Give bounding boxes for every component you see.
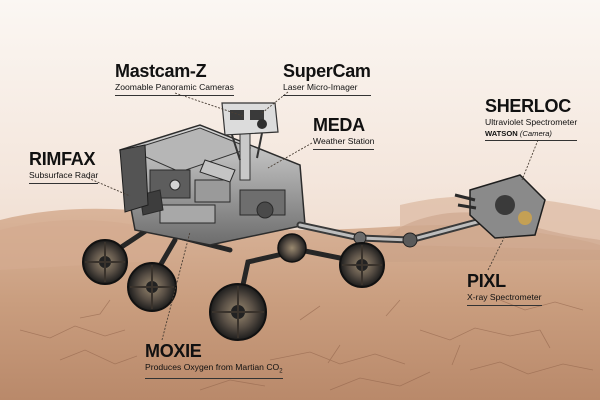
- label-underline: [29, 182, 99, 184]
- subscript-2: 2: [279, 368, 283, 375]
- label-underline: [145, 377, 283, 379]
- rover: [82, 102, 546, 341]
- leader-meda: [267, 142, 313, 169]
- label-pixl: PIXL X-ray Spectrometer: [467, 272, 542, 306]
- wheel-rear-left: [82, 239, 128, 285]
- leader-lines: [87, 91, 539, 341]
- instrument-name: MOXIE: [145, 341, 202, 361]
- label-rimfax: RIMFAX Subsurface Radar: [29, 149, 99, 184]
- instrument-desc: Subsurface Radar: [29, 170, 99, 180]
- rover-machinery: [139, 159, 286, 224]
- instrument-desc: Produces Oxygen from Martian CO: [145, 362, 280, 372]
- leader-rimfax: [87, 177, 131, 197]
- wheel-front-left: [209, 283, 267, 341]
- watson-note: (Camera): [519, 128, 552, 138]
- rimfax-unit: [119, 144, 149, 213]
- instrument-name: Mastcam-Z: [115, 61, 207, 81]
- instrument-name: SuperCam: [283, 61, 371, 81]
- watson-line: WATSON (Camera): [485, 128, 577, 138]
- robotic-arm: [296, 174, 546, 248]
- label-underline: [115, 94, 234, 96]
- label-meda: MEDA Weather Station: [313, 115, 375, 150]
- instrument-desc: X-ray Spectrometer: [467, 292, 542, 302]
- instrument-name: MEDA: [313, 115, 365, 135]
- instrument-desc: Zoomable Panoramic Cameras: [115, 82, 234, 92]
- label-underline: [313, 148, 375, 150]
- rover-wheels: [82, 233, 385, 341]
- rover-mast: [221, 102, 279, 181]
- instrument-desc-line: Produces Oxygen from Martian CO2: [145, 363, 283, 375]
- instrument-name: SHERLOC: [485, 96, 571, 116]
- label-underline: [485, 140, 578, 142]
- label-moxie: MOXIE Produces Oxygen from Martian CO2: [145, 342, 283, 379]
- instrument-name: RIMFAX: [29, 149, 96, 169]
- label-underline: [467, 304, 542, 306]
- label-mastcam: Mastcam-Z Zoomable Panoramic Cameras: [115, 62, 234, 96]
- label-underline: [283, 94, 371, 96]
- distant-hill: [380, 212, 600, 262]
- leader-mastcam: [174, 92, 244, 117]
- watson-name: WATSON: [485, 128, 518, 138]
- wheel-middle-left: [127, 262, 177, 312]
- instrument-desc: Laser Micro-Imager: [283, 82, 358, 92]
- label-sherloc: SHERLOC Ultraviolet Spectrometer WATSON …: [485, 96, 578, 142]
- wheel-front-right: [339, 242, 385, 288]
- leader-pixl: [487, 235, 506, 271]
- leader-moxie: [161, 231, 191, 341]
- instrument-desc: Weather Station: [313, 136, 375, 146]
- leader-sherloc: [521, 139, 539, 181]
- ground-cracks: [19, 299, 594, 391]
- label-supercam: SuperCam Laser Micro-Imager: [283, 62, 371, 96]
- instrument-desc: Ultraviolet Spectrometer: [485, 117, 578, 127]
- wheel-middle-right: [277, 233, 307, 263]
- instrument-name: PIXL: [467, 271, 506, 291]
